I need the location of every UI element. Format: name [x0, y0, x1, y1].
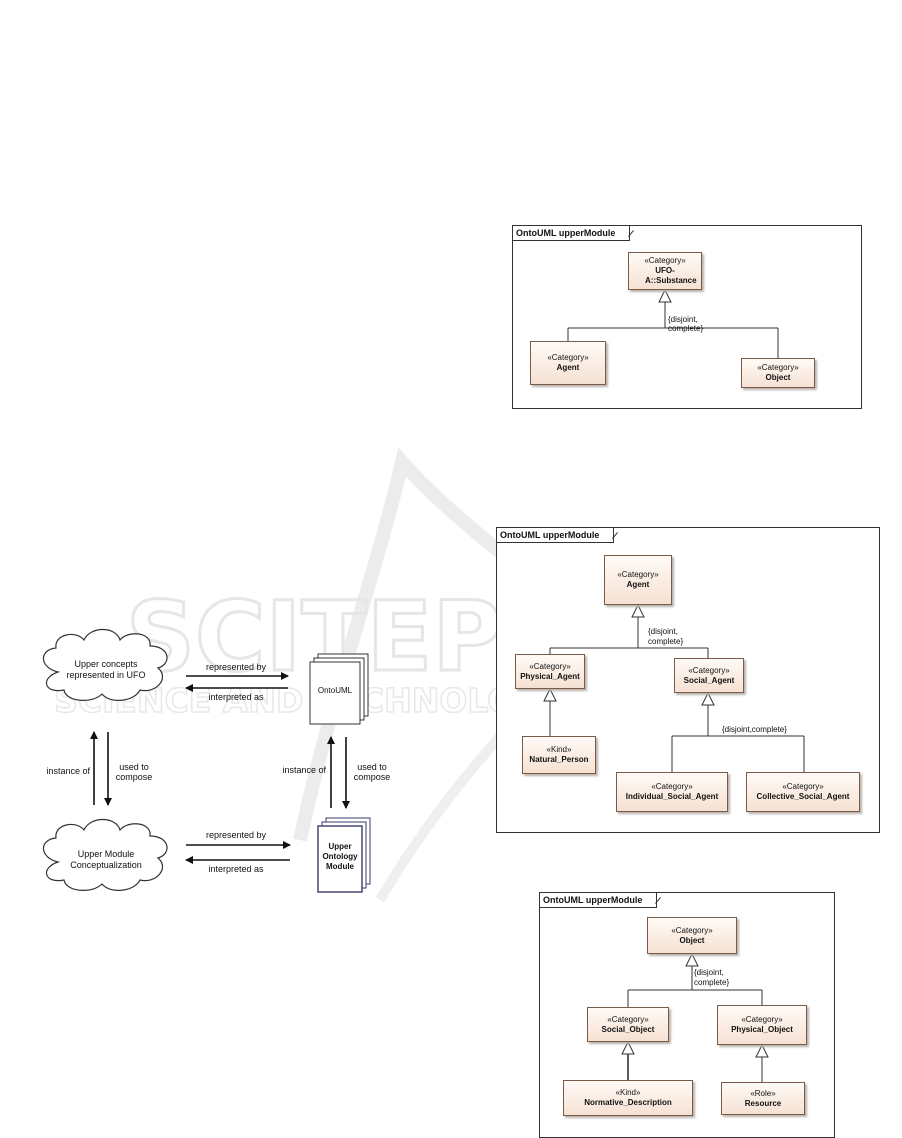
doc-bottom-shape: [317, 825, 363, 893]
stereotype: «Category»: [607, 1014, 649, 1024]
diagram2-frame-title: OntoUML upperModule: [497, 528, 615, 543]
class-name: Social_Agent: [683, 675, 735, 685]
stereotype: «Category»: [644, 256, 686, 265]
class-name: Object: [679, 935, 705, 945]
diagram3-frame-title: OntoUML upperModule: [540, 893, 658, 908]
cloud-top-shape: [42, 628, 168, 701]
class-physical-agent[interactable]: «Category» Physical_Agent: [515, 654, 585, 689]
class-name: Social_Object: [601, 1024, 655, 1034]
class-name: Normative_Description: [584, 1098, 672, 1107]
label-right-compose: used to compose: [353, 762, 391, 782]
stereotype: «Kind»: [615, 1088, 641, 1097]
class-ufo-substance[interactable]: «Category» UFO-A::Substance: [628, 252, 702, 290]
class-normative-description[interactable]: «Kind» Normative_Description: [563, 1080, 693, 1116]
class-natural-person[interactable]: «Kind» Natural_Person: [522, 736, 596, 774]
class-resource[interactable]: «Role» Resource: [721, 1082, 805, 1115]
stereotype: «Category»: [547, 353, 589, 362]
cloud-bottom-text: Upper Module Conceptualization: [70, 849, 142, 870]
stereotype: «Category»: [651, 782, 693, 791]
class-object-top[interactable]: «Category» Object: [647, 917, 737, 954]
class-name: Resource: [744, 1098, 782, 1108]
label-top-represented: represented by: [205, 662, 267, 672]
label-bottom-represented: represented by: [205, 830, 267, 840]
class-name: Natural_Person: [529, 755, 589, 764]
stereotype: «Category»: [741, 1015, 783, 1024]
diagram1-gs-label: {disjoint, complete}: [668, 315, 704, 333]
class-name: Individual_Social_Agent: [625, 792, 719, 801]
class-agent-top[interactable]: «Category» Agent: [604, 555, 672, 605]
stereotype: «Category»: [671, 925, 713, 935]
cloud-bottom-shape: [42, 818, 168, 891]
diagram3-gs-label: {disjoint, complete}: [694, 968, 730, 987]
diagram1-frame-title: OntoUML upperModule: [513, 226, 631, 241]
class-name: Physical_Object: [731, 1025, 793, 1034]
class-social-object[interactable]: «Category» Social_Object: [587, 1007, 669, 1042]
label-left-instance: instance of: [46, 766, 90, 776]
cloud-top-text: Upper concepts represented in UFO: [66, 659, 146, 680]
stereotype: «Category»: [688, 665, 730, 675]
label-right-instance: instance of: [282, 765, 326, 775]
class-name: Physical_Agent: [520, 671, 580, 681]
doc-top-text: OntoUML: [317, 686, 353, 695]
class-name: Agent: [626, 580, 650, 589]
doc-bottom-text: Upper Ontology Module: [322, 842, 358, 871]
label-bottom-interpreted: interpreted as: [208, 864, 264, 874]
class-agent[interactable]: «Category» Agent: [530, 341, 606, 385]
stereotype: «Category»: [617, 570, 659, 579]
stereotype: «Kind»: [546, 745, 572, 754]
stereotype: «Category»: [529, 661, 571, 671]
class-collective-social-agent[interactable]: «Category» Collective_Social_Agent: [746, 772, 860, 812]
class-name: Collective_Social_Agent: [756, 792, 850, 801]
class-individual-social-agent[interactable]: «Category» Individual_Social_Agent: [616, 772, 728, 812]
doc-top-shape: [309, 661, 361, 725]
stereotype: «Category»: [757, 363, 799, 372]
diagram2-gs2-label: {disjoint,complete}: [722, 725, 787, 734]
diagram2-gs1-label: {disjoint, complete}: [648, 627, 684, 646]
class-social-agent[interactable]: «Category» Social_Agent: [674, 658, 744, 693]
class-object[interactable]: «Category» Object: [741, 358, 815, 388]
stereotype: «Category»: [782, 782, 824, 791]
class-physical-object[interactable]: «Category» Physical_Object: [717, 1005, 807, 1045]
label-top-interpreted: interpreted as: [208, 692, 264, 702]
stereotype: «Role»: [750, 1088, 776, 1098]
class-name: Object: [765, 373, 791, 382]
class-name: UFO-A::Substance: [645, 266, 697, 285]
label-left-compose: used to compose: [115, 762, 153, 782]
class-name: Agent: [556, 363, 580, 372]
